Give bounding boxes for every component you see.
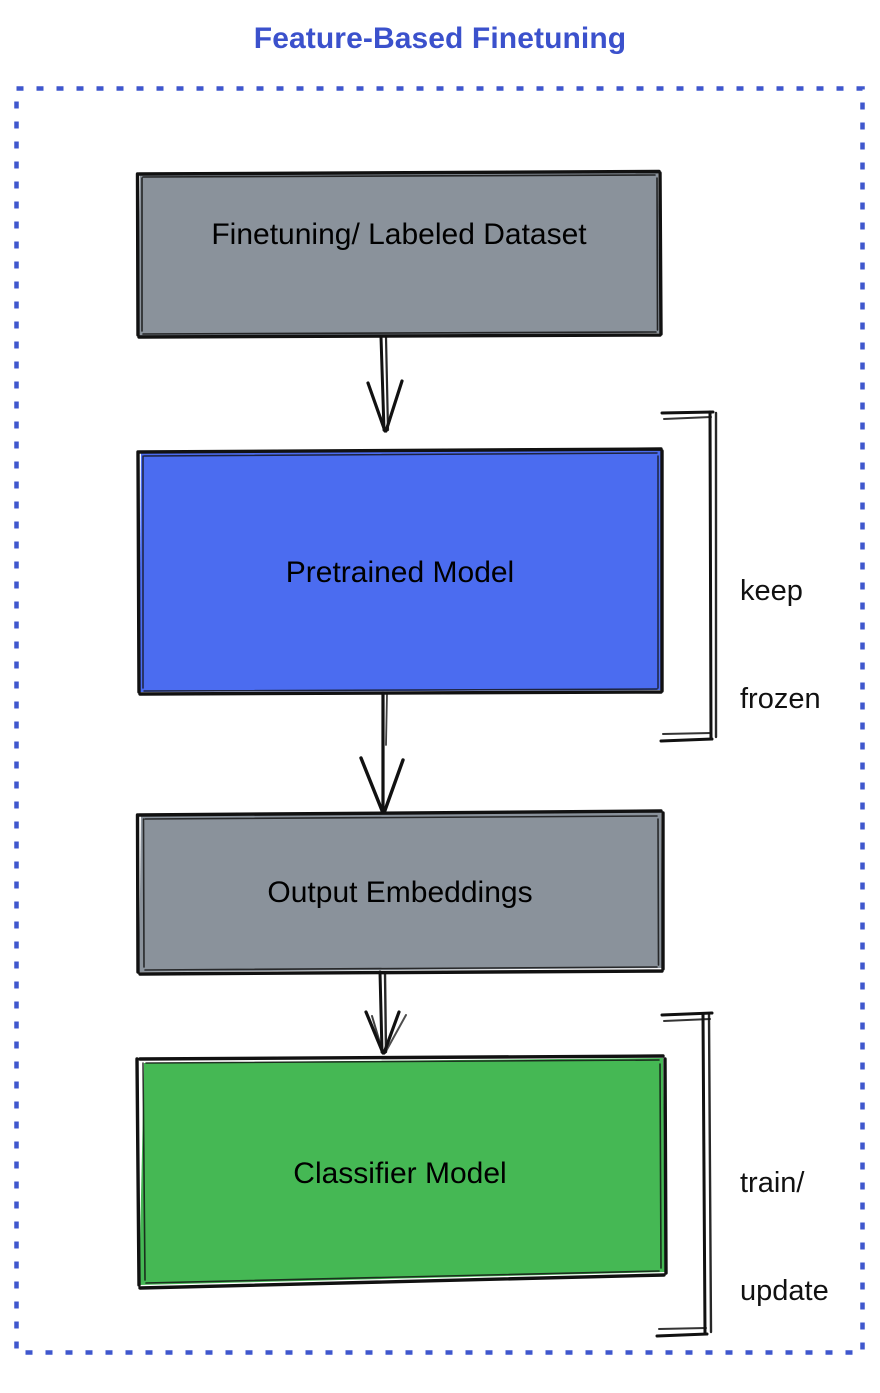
node-dataset-fill bbox=[138, 172, 660, 336]
annotation-keep-frozen-line2: frozen bbox=[740, 683, 821, 716]
annotation-keep-frozen-line1: keep bbox=[740, 574, 803, 607]
edge-embeddings-classifier bbox=[364, 970, 407, 1055]
bracket-train-update bbox=[655, 1011, 714, 1338]
diagram-title: Feature-Based Finetuning bbox=[253, 22, 627, 55]
node-classifier-label: Classifier Model bbox=[293, 1157, 507, 1190]
bracket-keep-frozen bbox=[659, 410, 718, 743]
node-dataset[interactable] bbox=[135, 169, 663, 339]
annotation-keep-frozen: keep frozen bbox=[740, 500, 860, 790]
annotation-train-update: train/ update bbox=[740, 1092, 870, 1382]
edge-pretrained-embeddings bbox=[359, 691, 405, 815]
annotation-train-update-line2: update bbox=[740, 1275, 829, 1308]
node-dataset-outline-b bbox=[141, 174, 659, 335]
node-dataset-label: Finetuning/ Labeled Dataset bbox=[211, 218, 587, 251]
node-pretrained-label: Pretrained Model bbox=[285, 556, 515, 589]
node-dataset-outline-a bbox=[135, 169, 663, 339]
annotation-train-update-line1: train/ bbox=[740, 1166, 805, 1199]
edge-dataset-pretrained bbox=[366, 335, 404, 433]
node-embeddings-label: Output Embeddings bbox=[267, 876, 533, 909]
